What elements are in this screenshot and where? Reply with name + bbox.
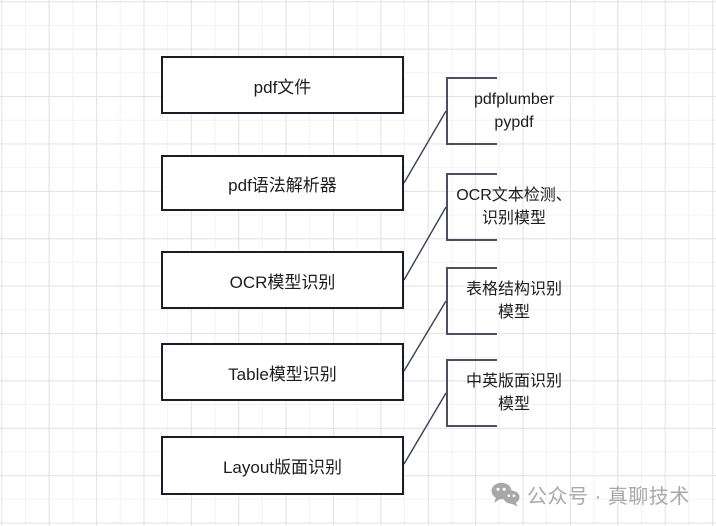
bracket-ocr-model-label: OCR文本检测、 识别模型 [446, 173, 582, 241]
bracket-layout-model-line2: 模型 [497, 396, 530, 413]
bracket-layout-model-label: 中英版面识别 模型 [446, 359, 582, 427]
wechat-icon [491, 482, 520, 507]
bracket-table-model-label: 表格结构识别 模型 [446, 267, 582, 335]
bracket-table-model-line2: 模型 [497, 304, 530, 321]
connector-layout-layoutmodel [403, 392, 447, 465]
bracket-pdfplumber [446, 77, 497, 145]
connector-parser-pdfplumber [403, 110, 447, 184]
node-pdf-file-label: pdf文件 [253, 77, 312, 97]
node-pdf-file: pdf文件 [161, 56, 404, 114]
node-ocr-recognition: OCR模型识别 [161, 251, 404, 309]
bracket-pdfplumber-label: pdfplumber pypdf [446, 77, 582, 145]
node-pdf-parser: pdf语法解析器 [161, 155, 404, 211]
bracket-pdfplumber-line2: pypdf [494, 114, 534, 131]
connector-ocr-ocrmodel [403, 206, 447, 281]
watermark-text: 公众号 · 真聊技术 [527, 486, 690, 508]
bracket-table-model [446, 267, 497, 335]
node-table-recognition: Table模型识别 [161, 343, 404, 401]
bracket-layout-model [446, 359, 497, 427]
node-layout-recognition: Layout版面识别 [161, 436, 404, 495]
bracket-pdfplumber-line1: pdfplumber [473, 91, 555, 108]
connector-table-tablemodel [403, 300, 447, 372]
bracket-table-model-line1: 表格结构识别 [465, 281, 562, 298]
watermark: 公众号 · 真聊技术 [491, 480, 690, 509]
node-ocr-recognition-label: OCR模型识别 [229, 272, 336, 292]
bracket-layout-model-line1: 中英版面识别 [465, 373, 562, 390]
bracket-ocr-model [446, 173, 497, 241]
bracket-ocr-model-line2: 识别模型 [481, 210, 546, 227]
bracket-ocr-model-line1: OCR文本检测、 [456, 187, 572, 204]
node-layout-recognition-label: Layout版面识别 [222, 458, 343, 477]
node-pdf-parser-label: pdf语法解析器 [228, 175, 337, 195]
node-table-recognition-label: Table模型识别 [228, 364, 337, 384]
